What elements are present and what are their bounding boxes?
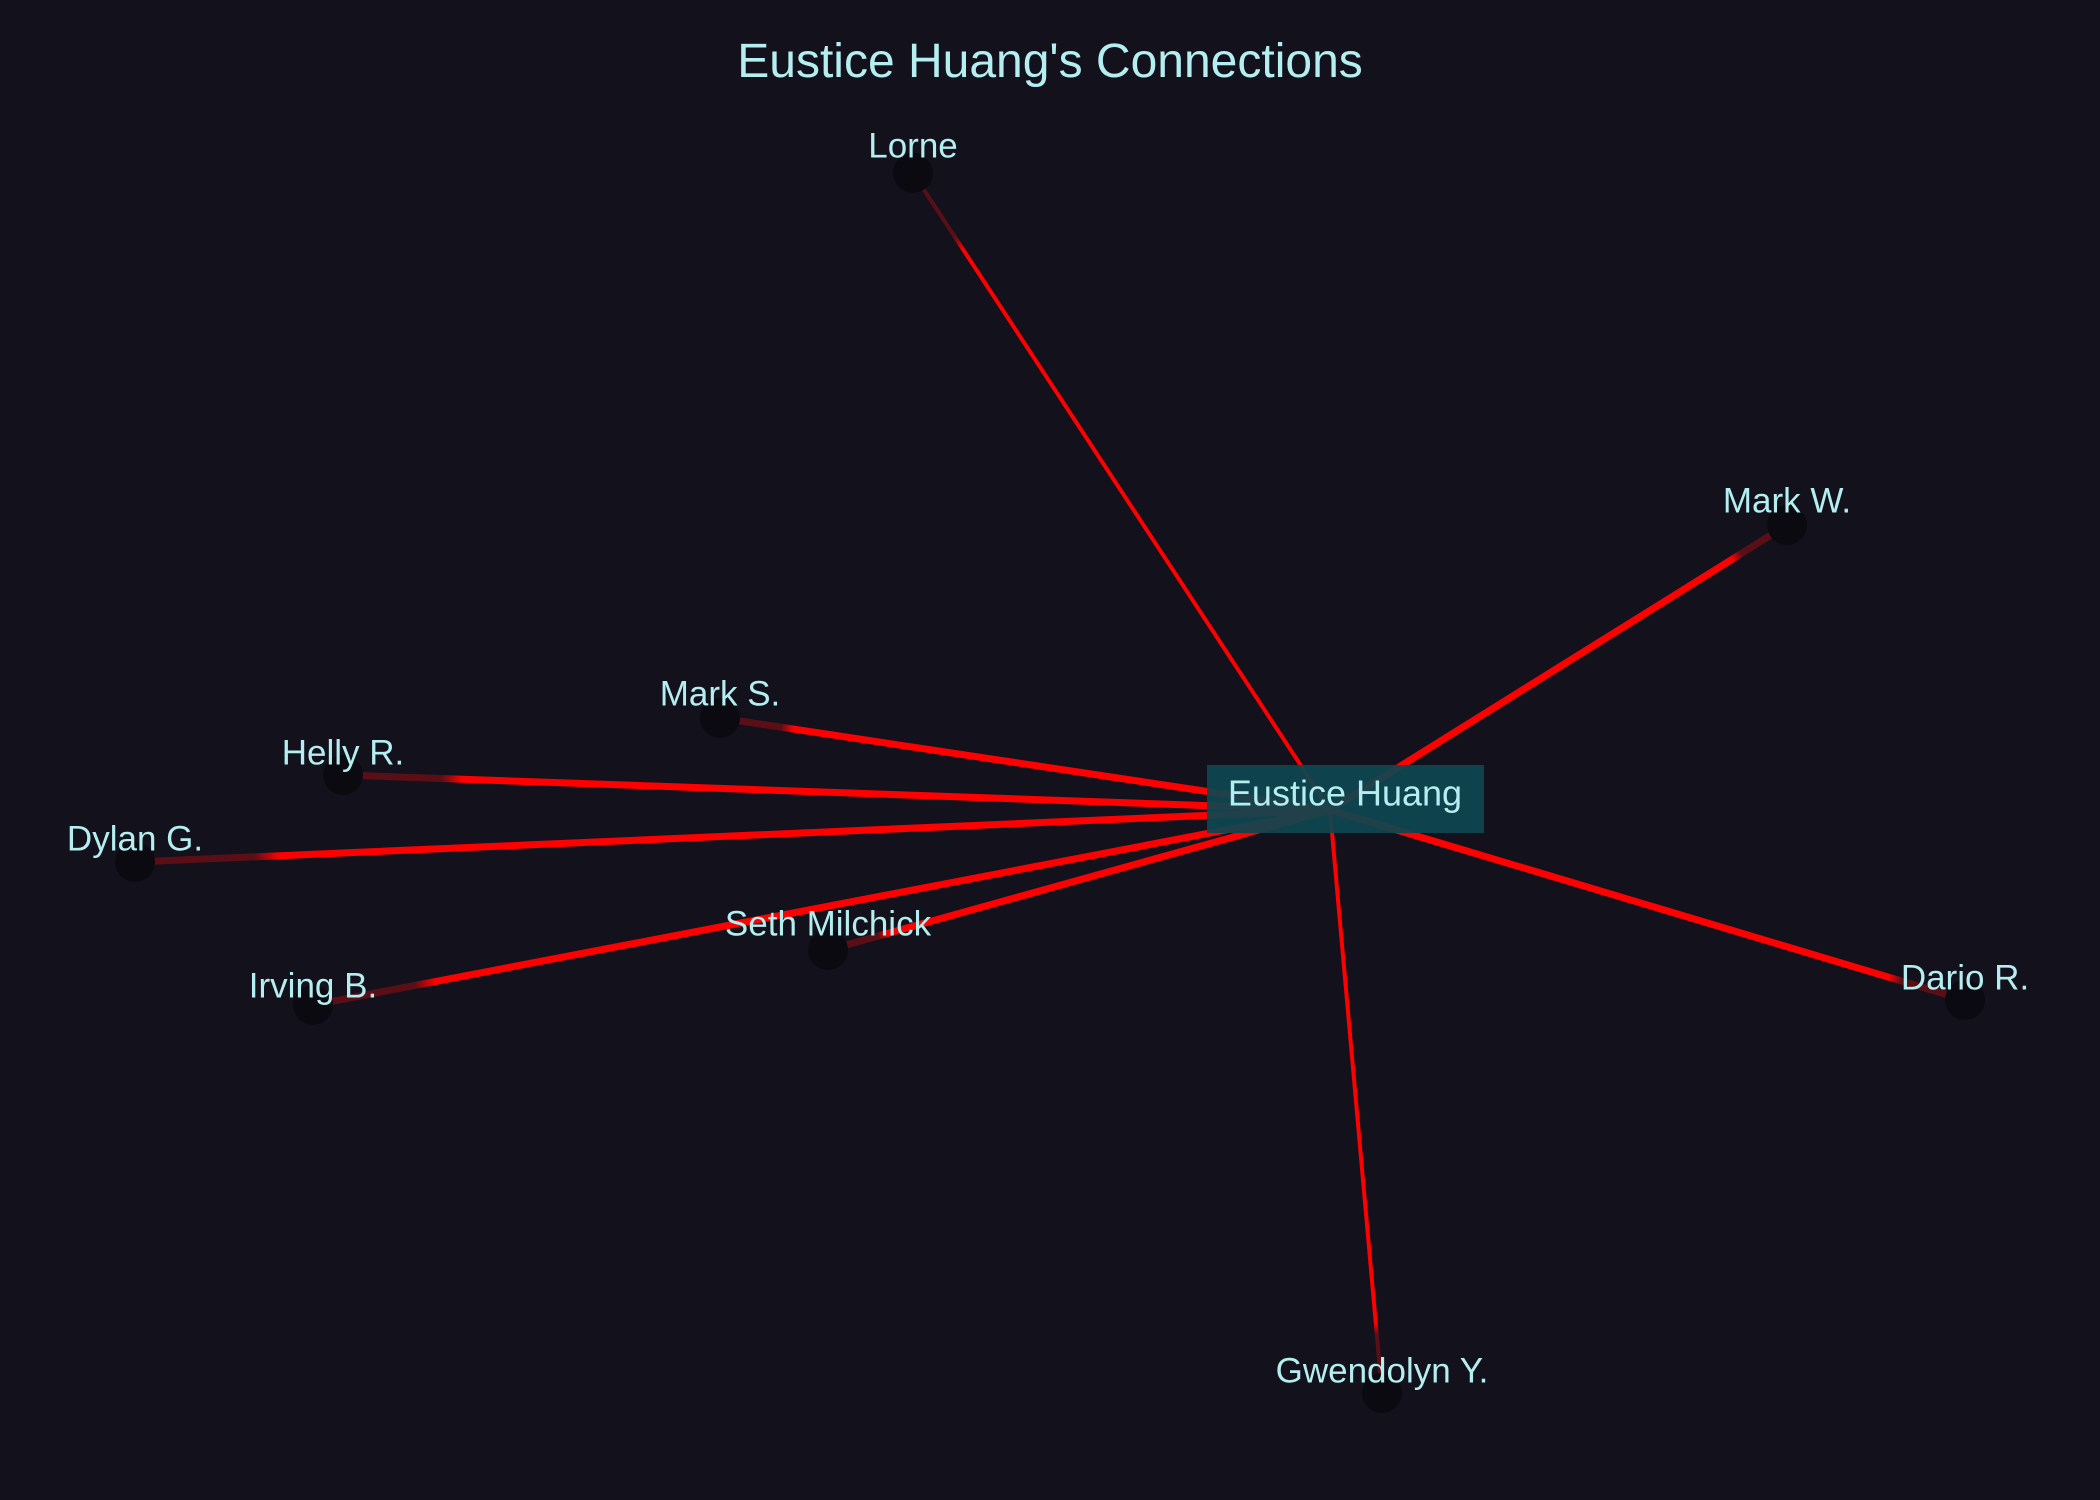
edge-gwendolyn — [1328, 808, 1384, 1395]
node-dot — [1945, 980, 1985, 1020]
node-helly[interactable]: Helly R. — [282, 733, 405, 795]
edges-layer — [131, 171, 1969, 1395]
node-dot — [293, 985, 333, 1025]
node-dot — [323, 755, 363, 795]
node-label: Helly R. — [282, 733, 405, 772]
node-label: Lorne — [868, 126, 958, 165]
node-dot — [115, 842, 155, 882]
node-label: Dylan G. — [67, 819, 203, 858]
node-label: Gwendolyn Y. — [1276, 1351, 1489, 1390]
node-lorne[interactable]: Lorne — [868, 126, 958, 193]
center-label: Eustice Huang — [1228, 773, 1462, 814]
edge-lorne — [911, 171, 1332, 812]
diagram-title: Eustice Huang's Connections — [737, 35, 1363, 88]
edge-mark_w — [1326, 521, 1791, 814]
edge-helly — [339, 771, 1334, 814]
node-dot — [893, 153, 933, 193]
node-gwendolyn[interactable]: Gwendolyn Y. — [1276, 1351, 1489, 1413]
node-label: Mark S. — [660, 674, 781, 713]
center-layer: Eustice Huang — [1207, 765, 1484, 833]
node-seth[interactable]: Seth Milchick — [725, 904, 932, 970]
node-dario[interactable]: Dario R. — [1901, 958, 2029, 1020]
node-dot — [700, 698, 740, 738]
node-label: Seth Milchick — [725, 904, 932, 943]
node-dot — [1767, 505, 1807, 545]
node-dot — [808, 930, 848, 970]
node-mark_s[interactable]: Mark S. — [660, 674, 781, 738]
node-irving[interactable]: Irving B. — [249, 966, 377, 1025]
node-label: Dario R. — [1901, 958, 2029, 997]
edge-dylan — [131, 806, 1334, 866]
edge-irving — [309, 806, 1334, 1009]
node-eustice-huang[interactable]: Eustice Huang — [1207, 765, 1484, 833]
node-label: Mark W. — [1723, 481, 1851, 520]
center-highlight-box — [1207, 765, 1484, 833]
node-label: Irving B. — [249, 966, 377, 1005]
node-mark_w[interactable]: Mark W. — [1723, 481, 1851, 545]
node-dylan[interactable]: Dylan G. — [67, 819, 203, 882]
edge-dario — [1326, 806, 1969, 1004]
edge-seth — [824, 806, 1334, 954]
node-dot — [1362, 1373, 1402, 1413]
